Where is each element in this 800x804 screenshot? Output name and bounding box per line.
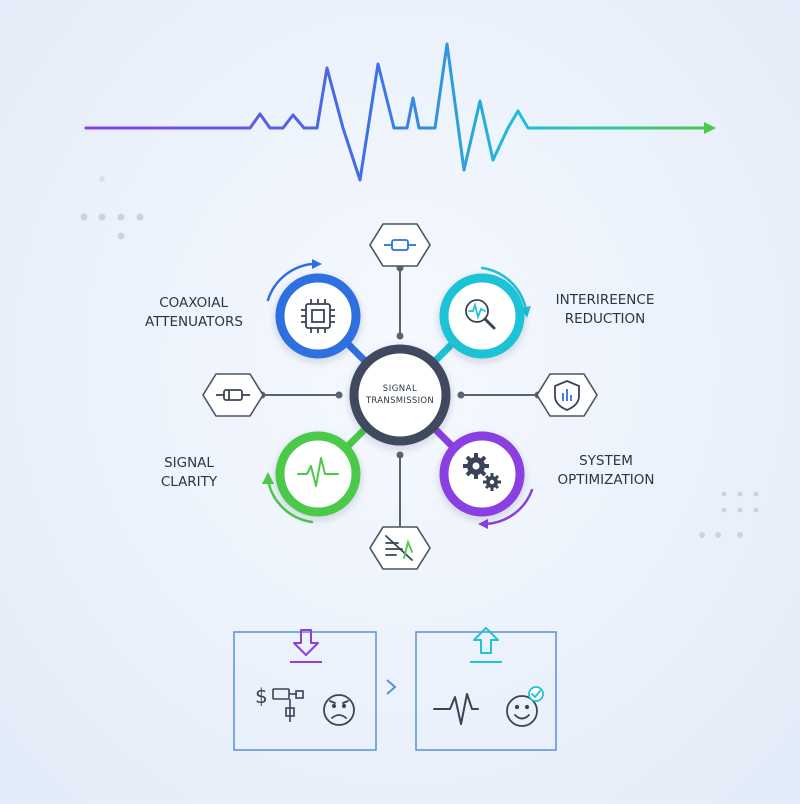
center-label-line2: TRANSMISSION: [365, 396, 434, 406]
arrow-up-icon: [470, 627, 502, 663]
waveform-icon: [433, 693, 479, 725]
chip-icon: [301, 299, 335, 333]
chevron-right-icon: [386, 679, 397, 695]
label-interference: INTERIREENCE REDUCTION: [556, 292, 655, 327]
svg-text:$: $: [255, 684, 268, 708]
center-label-line1: SIGNAL: [383, 384, 417, 394]
shield-signal-icon: [554, 380, 580, 411]
panel-after: [415, 627, 557, 751]
gears-icon: [463, 453, 501, 491]
hex-bottom: [369, 526, 431, 570]
panel-before: $: [233, 629, 377, 751]
hex-left: [202, 373, 264, 417]
hex-top: [369, 223, 431, 267]
connectors: [262, 268, 538, 530]
happy-face-check-icon: [506, 686, 544, 727]
label-interference-line2: REDUCTION: [565, 311, 646, 327]
node-coaxial: [275, 273, 361, 359]
label-interference-line1: INTERIREENCE: [556, 292, 655, 308]
waveform-arrowhead-icon: [704, 122, 716, 134]
label-coaxial: COAXOIAL ATTENUATORS: [145, 295, 243, 330]
dollar-component-icon: $: [255, 684, 304, 722]
cycle-arrow-optimization: [484, 488, 534, 526]
sad-face-icon: [323, 694, 355, 726]
no-noise-icon: [385, 535, 413, 561]
decorative-dots-right: [699, 491, 759, 538]
cycle-arrow-interference: [480, 266, 528, 312]
cycle-arrow-coaxial: [266, 262, 314, 302]
waveform-icon: [297, 457, 339, 487]
attenuator-icon: [216, 389, 250, 401]
label-clarity: SIGNAL CLARITY: [161, 455, 218, 490]
center-hub: SIGNAL TRANSMISSION: [349, 344, 451, 446]
label-coaxial-line1: COAXOIAL: [159, 295, 228, 311]
signal-waveform: [84, 42, 716, 182]
decorative-dots-left: [80, 176, 144, 240]
node-clarity: [275, 431, 361, 517]
label-optimization-line1: SYSTEM: [579, 453, 633, 469]
cycle-arrow-clarity: [266, 478, 314, 524]
label-optimization-line2: OPTIMIZATION: [557, 472, 654, 488]
label-optimization: SYSTEM OPTIMIZATION: [557, 453, 654, 488]
label-clarity-line1: SIGNAL: [164, 455, 214, 471]
hex-right: [536, 373, 598, 417]
node-optimization: [439, 431, 525, 517]
label-clarity-line2: CLARITY: [161, 474, 218, 490]
resistor-icon: [384, 239, 416, 251]
node-interference: [439, 273, 525, 359]
arrow-down-icon: [290, 629, 322, 663]
magnifier-waveform-icon: [465, 299, 496, 330]
label-coaxial-line2: ATTENUATORS: [145, 314, 243, 330]
